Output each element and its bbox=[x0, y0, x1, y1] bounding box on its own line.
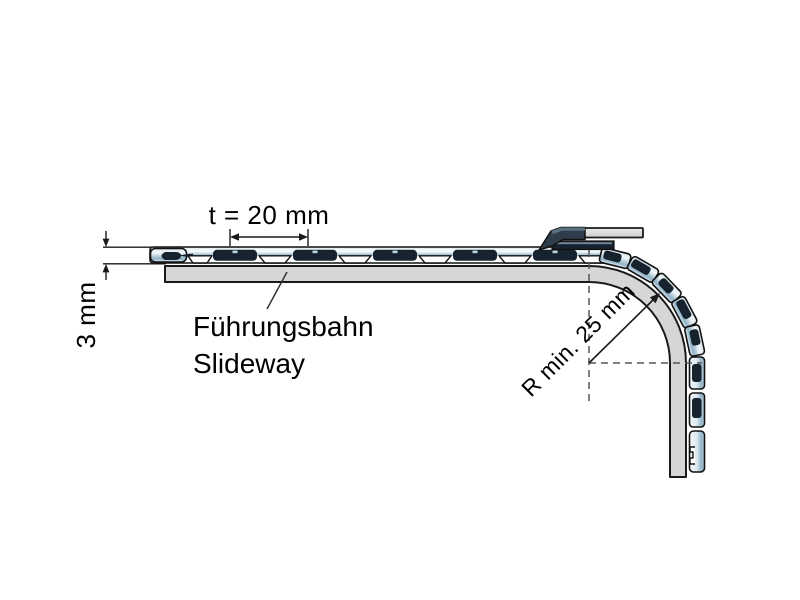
slideway-shape bbox=[164, 265, 687, 478]
chain-curve bbox=[598, 247, 706, 357]
clamp-assembly bbox=[538, 226, 644, 251]
radius-construction bbox=[588, 250, 702, 404]
chain-link-clusters bbox=[213, 249, 577, 261]
height-dimension-label: 3 mm bbox=[71, 282, 101, 349]
chain-vertical bbox=[688, 356, 706, 473]
slideway-leader-line bbox=[266, 271, 288, 310]
pitch-dimension-label: t = 20 mm bbox=[209, 200, 330, 230]
radius-arrow-line bbox=[588, 297, 656, 364]
pitch-dimension bbox=[229, 229, 309, 246]
radius-dimension-label: R min. 25 mm bbox=[516, 278, 640, 402]
chain-horizontal bbox=[149, 246, 613, 264]
slideway-label-de: Führungsbahn bbox=[193, 311, 374, 342]
height-dimension bbox=[102, 231, 166, 280]
slideway-label-en: Slideway bbox=[193, 348, 305, 379]
chain-end-hook-left bbox=[149, 247, 193, 263]
radius-arrowhead bbox=[649, 293, 660, 304]
chain-feet bbox=[187, 255, 612, 264]
chain-end-hook-bottom bbox=[688, 430, 706, 473]
